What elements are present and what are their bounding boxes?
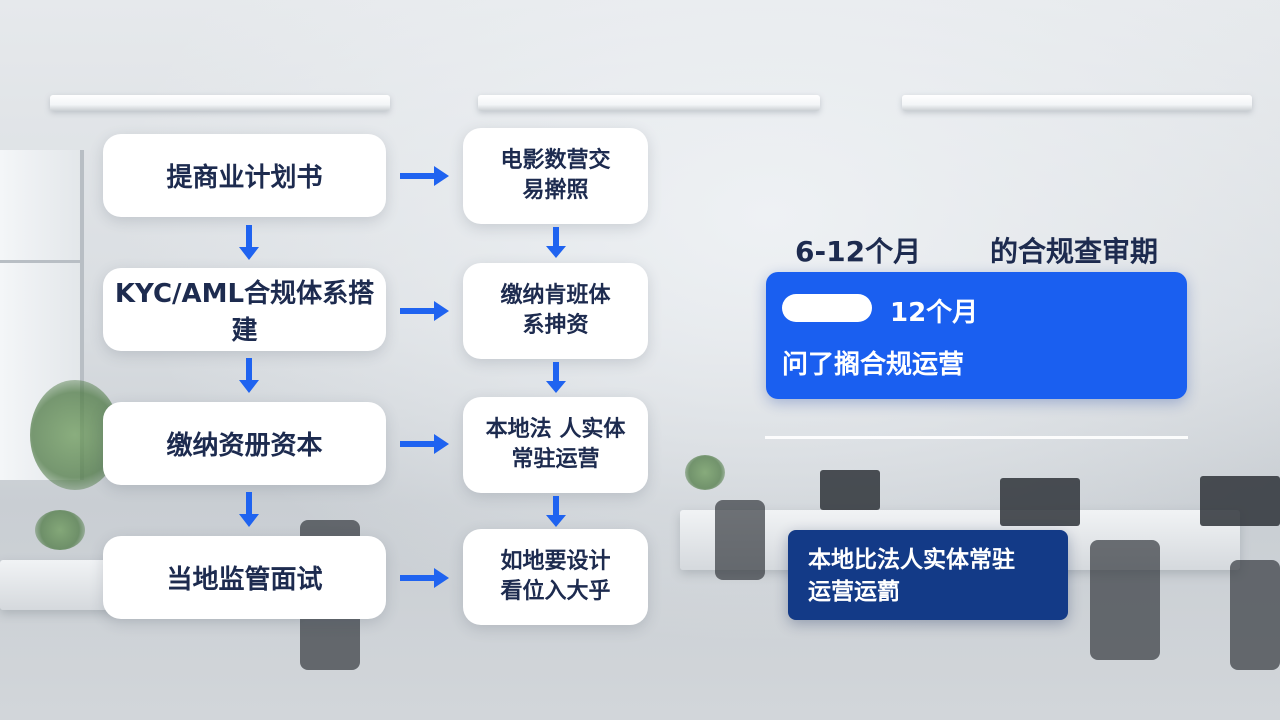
arrow-down-icon bbox=[239, 492, 259, 527]
period-suffix: 的合规查审期 bbox=[990, 235, 1159, 268]
office-monitor bbox=[1200, 476, 1280, 526]
arrow-right-icon bbox=[400, 434, 449, 454]
arrow-down-icon bbox=[239, 358, 259, 393]
arrow-right-icon bbox=[400, 301, 449, 321]
flow-step-right-2: 缴纳肯班体 系抻资 bbox=[463, 263, 648, 359]
ceiling-light-1 bbox=[50, 95, 390, 111]
office-chair bbox=[1230, 560, 1280, 670]
flow-step-interview: 当地监管面试 bbox=[103, 536, 386, 619]
card-text: 问了搁合规运营 bbox=[782, 350, 965, 380]
divider bbox=[765, 436, 1188, 439]
arrow-right-icon bbox=[400, 166, 449, 186]
flow-step-kyc-aml: KYC/AML合规体系搭建 bbox=[103, 268, 386, 351]
office-chair bbox=[715, 500, 765, 580]
flow-step-right-3: 本地法 人实体 常驻运营 bbox=[463, 397, 648, 493]
office-monitor bbox=[820, 470, 880, 510]
arrow-down-icon bbox=[546, 496, 566, 527]
arrow-down-icon bbox=[546, 362, 566, 393]
arrow-right-icon bbox=[400, 568, 449, 588]
arrow-down-icon bbox=[239, 225, 259, 260]
card-months: 12个月 bbox=[890, 298, 979, 328]
compliance-period-title: 6-12个月 的合规查审期 bbox=[795, 230, 1195, 270]
progress-pill bbox=[782, 294, 872, 322]
office-monitor bbox=[1000, 478, 1080, 526]
compliance-period-card: 12个月 问了搁合规运营 bbox=[766, 272, 1187, 399]
flow-step-right-4: 如地要设计 看位入大乎 bbox=[463, 529, 648, 625]
office-plant bbox=[685, 455, 725, 490]
office-chair bbox=[1090, 540, 1160, 660]
flow-step-right-1: 电影数营交 易擀照 bbox=[463, 128, 648, 224]
ceiling-light-3 bbox=[902, 95, 1252, 111]
office-plant bbox=[35, 510, 85, 550]
arrow-down-icon bbox=[546, 227, 566, 258]
flow-step-business-plan: 提商业计划书 bbox=[103, 134, 386, 217]
local-entity-card: 本地比法人实体常驻 运营运藅 bbox=[788, 530, 1068, 620]
ceiling-light-2 bbox=[478, 95, 820, 111]
flow-step-capital: 缴纳资册资本 bbox=[103, 402, 386, 485]
period-range: 6-12个月 bbox=[795, 235, 922, 268]
